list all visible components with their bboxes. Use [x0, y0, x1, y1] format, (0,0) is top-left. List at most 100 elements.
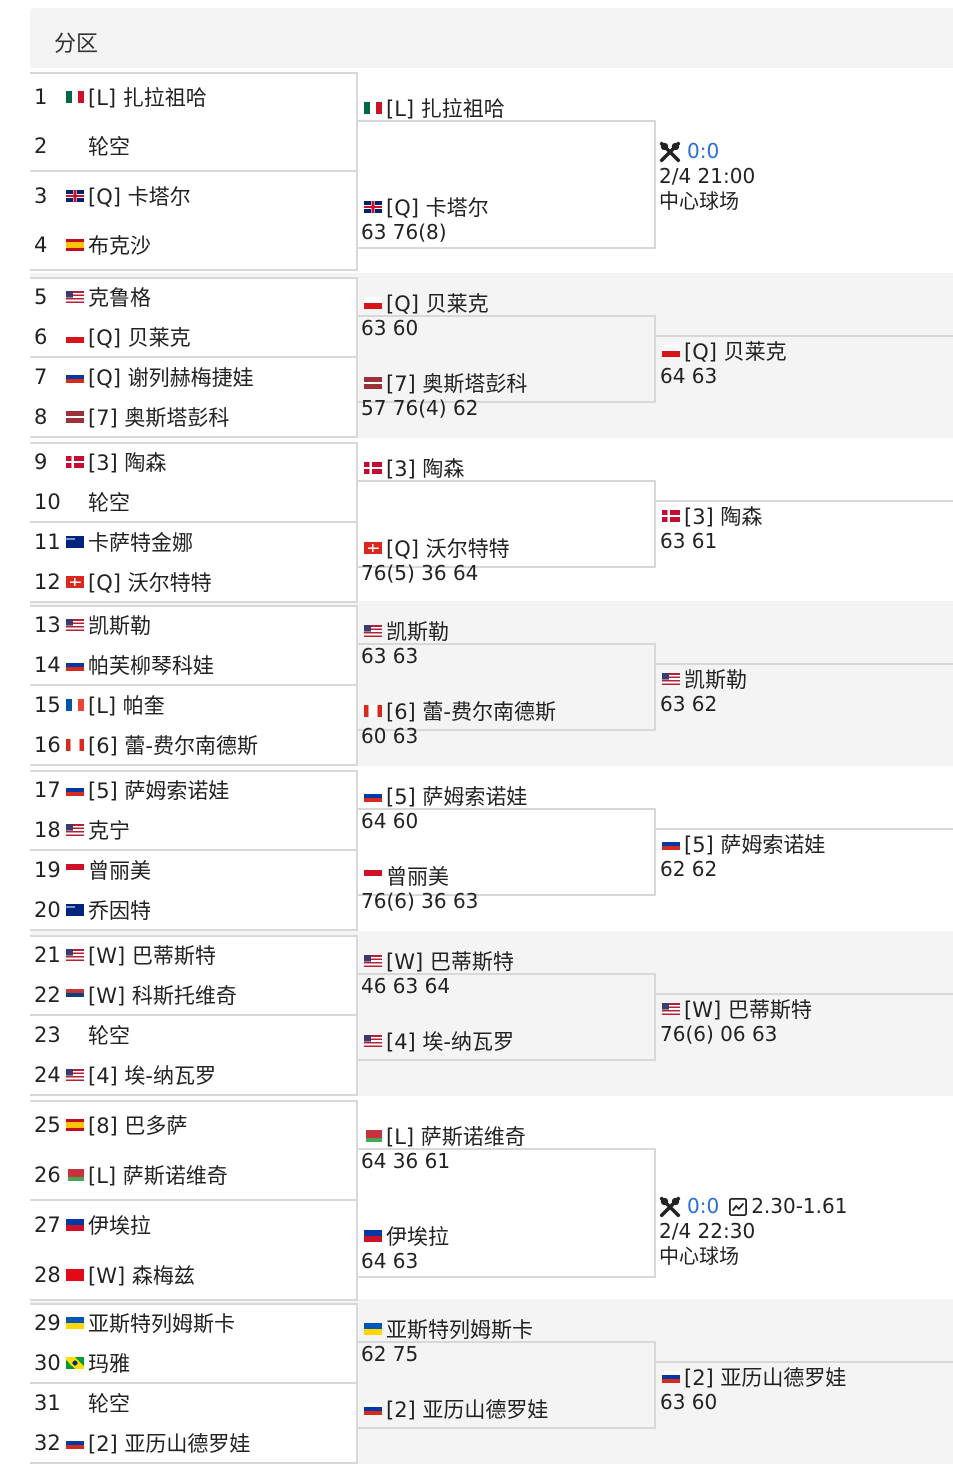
flag-aus-icon: [66, 904, 84, 916]
round1-player[interactable]: 7[Q] 谢列赫梅捷娃: [32, 362, 254, 392]
round2-score: 62 75: [361, 1342, 419, 1366]
round2-player[interactable]: 伊埃拉: [362, 1222, 449, 1250]
round2-player[interactable]: 曾丽美: [362, 862, 449, 890]
seed-number: 31: [34, 1391, 61, 1415]
round1-player[interactable]: 26[L] 萨斯诺维奇: [32, 1160, 228, 1190]
round2-player[interactable]: [3] 陶森: [362, 454, 464, 482]
round2-player[interactable]: [2] 亚历山德罗娃: [362, 1395, 548, 1423]
round2-player[interactable]: [W] 巴蒂斯特: [362, 947, 514, 975]
round2-score: 64 60: [361, 809, 419, 833]
seed-number: 19: [34, 858, 61, 882]
round2-player[interactable]: [6] 蕾-费尔南德斯: [362, 697, 556, 725]
seed-number: 17: [34, 778, 61, 802]
player-name: [7] 奥斯塔彭科: [88, 406, 230, 430]
round1-player[interactable]: 16[6] 蕾-费尔南德斯: [32, 730, 258, 760]
round2-score: 63 60: [361, 316, 419, 340]
match-time: 2/4 22:30: [659, 1219, 756, 1243]
round1-player[interactable]: 32[2] 亚历山德罗娃: [32, 1428, 250, 1458]
player-name: [4] 埃-纳瓦罗: [88, 1064, 216, 1088]
flag-srb-icon: [66, 989, 84, 1001]
round2-player[interactable]: [Q] 沃尔特特: [362, 534, 510, 562]
seed-number: 30: [34, 1351, 61, 1375]
round1-player[interactable]: 1[L] 扎拉祖哈: [32, 82, 207, 112]
round2-player[interactable]: [Q] 贝莱克: [362, 289, 489, 317]
flag-rus-icon: [662, 838, 680, 850]
round1-player[interactable]: 25[8] 巴多萨: [32, 1110, 187, 1140]
seed-number: 24: [34, 1063, 61, 1087]
live-score: 0:0: [687, 1194, 720, 1218]
seed-number: 25: [34, 1113, 61, 1137]
match-live-line[interactable]: 0:0: [659, 139, 755, 164]
round2-player[interactable]: 亚斯特列姆斯卡: [362, 1315, 533, 1343]
round1-player[interactable]: 3[Q] 卡塔尔: [32, 181, 191, 211]
round2-player[interactable]: [Q] 卡塔尔: [362, 193, 489, 221]
round1-player[interactable]: 6[Q] 贝莱克: [32, 322, 191, 352]
round3-player[interactable]: [W] 巴蒂斯特: [660, 995, 812, 1023]
round1-player[interactable]: 17[5] 萨姆索诺娃: [32, 775, 229, 805]
round2-bracket: [358, 973, 656, 1061]
flag-usa-icon: [662, 673, 680, 685]
seed-number: 29: [34, 1311, 61, 1335]
round3-player[interactable]: 凯斯勒: [660, 665, 747, 693]
round2-player[interactable]: [4] 埃-纳瓦罗: [362, 1027, 514, 1055]
flag-usa-icon: [662, 1003, 680, 1015]
player-name: [Q] 卡塔尔: [88, 184, 191, 209]
match-court: 中心球场: [659, 189, 739, 213]
round3-player[interactable]: [3] 陶森: [660, 502, 762, 530]
round3-player[interactable]: [2] 亚历山德罗娃: [660, 1363, 846, 1391]
page-title: 分区: [54, 32, 99, 57]
flag-blr-icon: [66, 1169, 84, 1181]
flag-usa-icon: [66, 949, 84, 961]
flag-mex-icon: [364, 102, 382, 114]
seed-number: 15: [34, 693, 61, 717]
tennis-rackets-icon: [659, 141, 681, 162]
round2-player[interactable]: 凯斯勒: [362, 617, 449, 645]
flag-usa-icon: [364, 1035, 382, 1047]
round1-player[interactable]: 28[W] 森梅兹: [32, 1260, 195, 1290]
round2-player[interactable]: [L] 萨斯诺维奇: [362, 1122, 526, 1150]
player-name: [3] 陶森: [684, 505, 763, 529]
player-name: [L] 萨斯诺维奇: [386, 1125, 526, 1149]
round2-player[interactable]: [5] 萨姆索诺娃: [362, 782, 527, 810]
round2-score: 63 76(8): [361, 220, 447, 244]
seed-number: 18: [34, 818, 61, 842]
round1-group: [30, 72, 358, 172]
round3-player[interactable]: [5] 萨姆索诺娃: [660, 830, 825, 858]
player-name: [Q] 卡塔尔: [386, 196, 489, 220]
round1-player[interactable]: 8[7] 奥斯塔彭科: [32, 402, 229, 432]
round2-player[interactable]: [7] 奥斯塔彭科: [362, 369, 527, 397]
flag-usa-icon: [364, 625, 382, 637]
player-name: [W] 巴蒂斯特: [88, 944, 216, 968]
round1-player[interactable]: 9[3] 陶森: [32, 447, 166, 477]
flag-den-icon: [662, 510, 680, 522]
round1-player[interactable]: 12[Q] 沃尔特特: [32, 567, 212, 597]
flag-rus-icon: [364, 1403, 382, 1415]
round1-player[interactable]: 24 [4] 埃-纳瓦罗: [32, 1060, 216, 1090]
player-name: 凯斯勒: [386, 620, 449, 644]
round1-player[interactable]: 22[W] 科斯托维奇: [32, 980, 237, 1010]
round2-player[interactable]: [L] 扎拉祖哈: [362, 94, 505, 122]
odds-chart-icon[interactable]: [729, 1197, 748, 1216]
round3-player[interactable]: [Q] 贝莱克: [660, 337, 787, 365]
flag-usa-icon: [66, 824, 84, 836]
round1-player[interactable]: 15[L] 帕奎: [32, 690, 165, 720]
round1-player[interactable]: 21[W] 巴蒂斯特: [32, 940, 216, 970]
